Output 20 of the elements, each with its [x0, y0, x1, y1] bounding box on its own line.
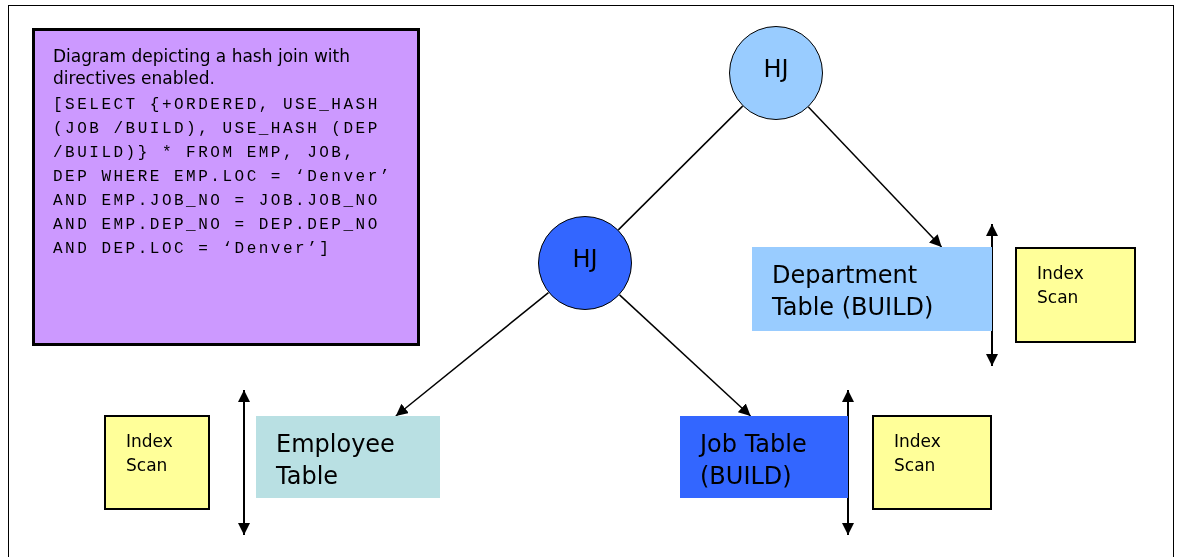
node-label: Department Table (BUILD) — [772, 260, 935, 323]
table-box — [680, 416, 848, 498]
connector-arrow — [807, 106, 943, 248]
scan-box — [104, 415, 210, 510]
note-heading: Diagram depicting a hash join with directives enabled. — [53, 45, 351, 89]
node-label: Index Scan — [126, 430, 174, 477]
node-label: Job Table (BUILD) — [700, 429, 808, 492]
node-label: HJ — [572, 245, 598, 273]
node-label: Employee Table — [276, 429, 396, 492]
sql-code: [SELECT {+ORDERED, USE_HASH (JOB /BUILD), USE_HASH (DEP /BUILD)} * FROM EMP, JOB, DEP WHERE EMP.LOC = ‘Denver’ AND EMP.JOB_NO = JOB.JOB_NO AND EMP.DEP_NO = DEP.DEP_NO AND DEP.LOC = ‘Denver’] — [53, 95, 393, 260]
connector-arrow — [618, 294, 752, 417]
note-box — [32, 28, 420, 346]
scan-box — [1015, 247, 1136, 343]
scan-box — [872, 415, 992, 510]
node-label: Index Scan — [894, 430, 942, 477]
table-box — [752, 247, 992, 331]
table-box — [256, 416, 440, 498]
node-label: HJ — [763, 55, 789, 83]
connector-arrow — [395, 291, 550, 417]
node-label: Index Scan — [1037, 262, 1085, 309]
